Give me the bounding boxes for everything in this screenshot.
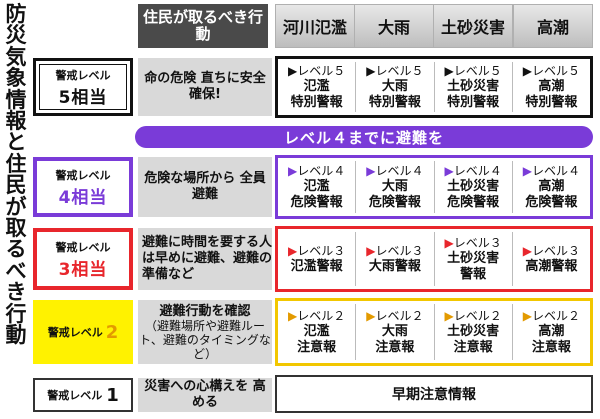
alert-level-2: 警戒レベル 2 [33, 300, 133, 364]
alert-level-label: 警戒レベル [47, 389, 103, 402]
alert-level-label: 警戒レベル [55, 240, 111, 254]
action-level-1: 災害への心構えを 高める [138, 378, 272, 412]
action-level-4: 危険な場所から 全員避難 [138, 157, 272, 217]
header-action: 住民が取るべき行動 [138, 4, 268, 48]
alert-level-5: 警戒レベル 5相当 [33, 58, 133, 116]
header-type-landslide: 土砂災害 [433, 4, 513, 48]
alert-level-value: 4相当 [58, 187, 108, 208]
alert-level-value: 5相当 [58, 87, 108, 108]
alert-level-value: 1 [106, 384, 119, 406]
action-level-5: 命の危険 直ちに安全確保! [138, 58, 272, 116]
alert-level-label: 警戒レベル [55, 68, 111, 82]
alert-level-1: 警戒レベル 1 [33, 378, 133, 412]
header-type-storm-surge: 高潮 [513, 4, 593, 48]
evacuate-banner: レベル４までに避難を [135, 126, 593, 148]
action-level-2: 避難行動を確認 （避難場所や避難ルート、避難のタイミングなど） [138, 300, 272, 364]
action-sub: （避難場所や避難ルート、避難のタイミングなど） [139, 318, 271, 361]
alert-level-value: 2 [105, 321, 119, 343]
header-type-river: 河川氾濫 [275, 4, 355, 48]
alert-level-label: 警戒レベル [47, 326, 103, 339]
vertical-title: 防災気象情報と住民が取るべき行動 [5, 2, 27, 348]
action-main: 避難行動を確認 [159, 303, 251, 319]
header-type-heavy-rain: 大雨 [354, 4, 434, 48]
alert-level-value: 3相当 [58, 259, 108, 280]
early-warning-info: 早期注意情報 [275, 375, 593, 413]
alert-level-4: 警戒レベル 4相当 [33, 157, 133, 217]
alert-level-3: 警戒レベル 3相当 [33, 228, 133, 290]
alert-level-label: 警戒レベル [55, 168, 111, 182]
action-level-3: 避難に時間を要する人は早めに避難、避難の準備など [138, 228, 272, 290]
